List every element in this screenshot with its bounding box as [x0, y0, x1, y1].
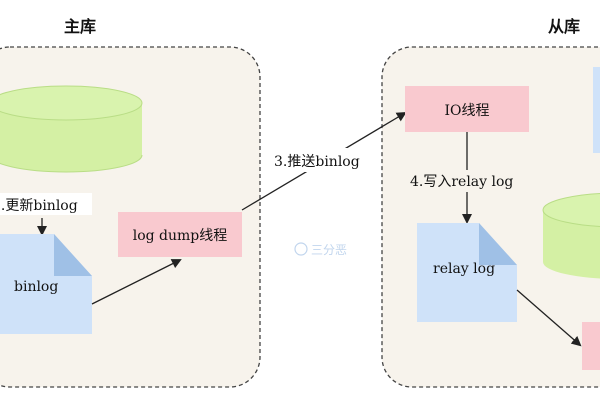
update-label-bg — [0, 193, 92, 215]
master-title: 主库 — [64, 17, 96, 36]
sql-thread-box — [582, 322, 600, 370]
slave-title: 从库 — [548, 17, 580, 36]
binlog-to-dump-arrow — [91, 259, 182, 305]
relay-to-sql-arrow — [516, 289, 582, 347]
slave-side-file — [593, 67, 600, 153]
relay-log-file — [417, 223, 517, 322]
binlog-file-label: binlog — [14, 279, 58, 295]
io-thread-label: IO线程 — [444, 103, 489, 119]
step-write-relay-label: 4.写入relay log — [410, 174, 513, 190]
push-label-bg — [268, 148, 376, 172]
watermark: 三分恶 — [294, 242, 347, 257]
relay-log-file-label: relay log — [433, 261, 495, 277]
binlog-file — [0, 234, 92, 334]
push-binlog-label: 3.推送binlog — [274, 154, 360, 170]
watermark-text: 三分恶 — [311, 243, 347, 257]
step-update-binlog-label: 2.更新binlog — [0, 198, 78, 214]
dump-thread-label: log dump线程 — [133, 228, 228, 244]
io-thread-box — [405, 86, 529, 132]
write-label-bg — [405, 170, 531, 192]
watermark-icon — [294, 242, 308, 256]
dump-thread-box — [118, 212, 242, 257]
master-database — [0, 85, 143, 173]
slave-database — [542, 193, 600, 279]
